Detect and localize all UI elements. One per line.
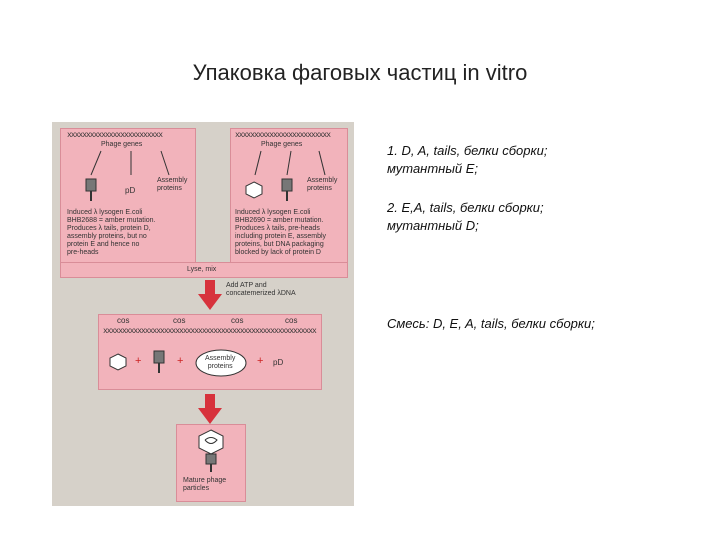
tail-icon <box>85 178 97 201</box>
left-pd-label: pD <box>125 186 136 195</box>
left-strain-box: xxxxxxxxxxxxxxxxxxxxxxxxx Phage genes pD… <box>60 128 196 264</box>
tail-icon-right <box>281 178 293 201</box>
left-dna: xxxxxxxxxxxxxxxxxxxxxxxxx <box>67 131 163 140</box>
cos-label-4: cos <box>285 316 298 325</box>
plus-3: + <box>257 355 264 367</box>
mature-phage-box: Mature phage particles <box>176 424 246 502</box>
mature-phage-icon <box>198 429 224 472</box>
mixture-box: cos cos cos cos xxxxxxxxxxxxxxxxxxxxxxxx… <box>98 314 322 390</box>
right-phage-genes-label: Phage genes <box>261 141 303 148</box>
right-assembly-label: Assembly proteins <box>307 177 338 192</box>
right-gene-arrows <box>254 150 326 176</box>
slide-title: Упаковка фаговых частиц in vitro <box>192 60 528 85</box>
prehead-icon <box>245 181 263 199</box>
plus-1: + <box>135 355 142 367</box>
note-1-line-1: 1. D, A, tails, белки сборки; <box>387 143 548 158</box>
arrow-down-2 <box>198 394 222 424</box>
note-2-line-2: мутантный D; <box>387 218 479 233</box>
left-gene-arrows <box>90 150 170 176</box>
mix-pd-label: pD <box>273 358 284 367</box>
note-2-line-1: 2. E,A, tails, белки сборки; <box>387 200 544 215</box>
cos-label-1: cos <box>117 316 130 325</box>
mix-prehead-icon <box>109 353 127 371</box>
arrow-down-1 <box>198 280 222 310</box>
assembly-ellipse <box>195 349 247 377</box>
right-strain-box: xxxxxxxxxxxxxxxxxxxxxxxxx Phage genes As… <box>230 128 348 264</box>
note-1-line-2: мутантный E; <box>387 161 479 176</box>
mature-phage-label: Mature phage particles <box>183 477 227 492</box>
left-phage-genes-label: Phage genes <box>101 141 143 148</box>
plus-2: + <box>177 355 184 367</box>
concatemer-dna: xxxxxxxxxxxxxxxxxxxxxxxxxxxxxxxxxxxxxxxx… <box>103 327 317 336</box>
note-mix: Смесь: D, E, A, tails, белки сборки; <box>387 316 595 331</box>
mix-tail-icon <box>153 350 165 373</box>
diagram-figure: xxxxxxxxxxxxxxxxxxxxxxxxx Phage genes pD… <box>52 122 354 506</box>
lyse-mix-label: Lyse, mix <box>187 266 217 273</box>
mix-assembly-label: Assembly proteins <box>205 355 236 370</box>
left-description: Induced λ lysogen E.coli BHB2688 = amber… <box>67 209 156 256</box>
right-description: Induced λ lysogen E.coli BHB2690 = amber… <box>235 209 327 256</box>
cos-label-2: cos <box>173 316 186 325</box>
lyse-mix-bar: Lyse, mix <box>60 262 348 278</box>
cos-label-3: cos <box>231 316 244 325</box>
arrow1-label: Add ATP and concatemerized λDNA <box>226 282 296 297</box>
left-assembly-label: Assembly proteins <box>157 177 188 192</box>
right-dna: xxxxxxxxxxxxxxxxxxxxxxxxx <box>235 131 331 140</box>
